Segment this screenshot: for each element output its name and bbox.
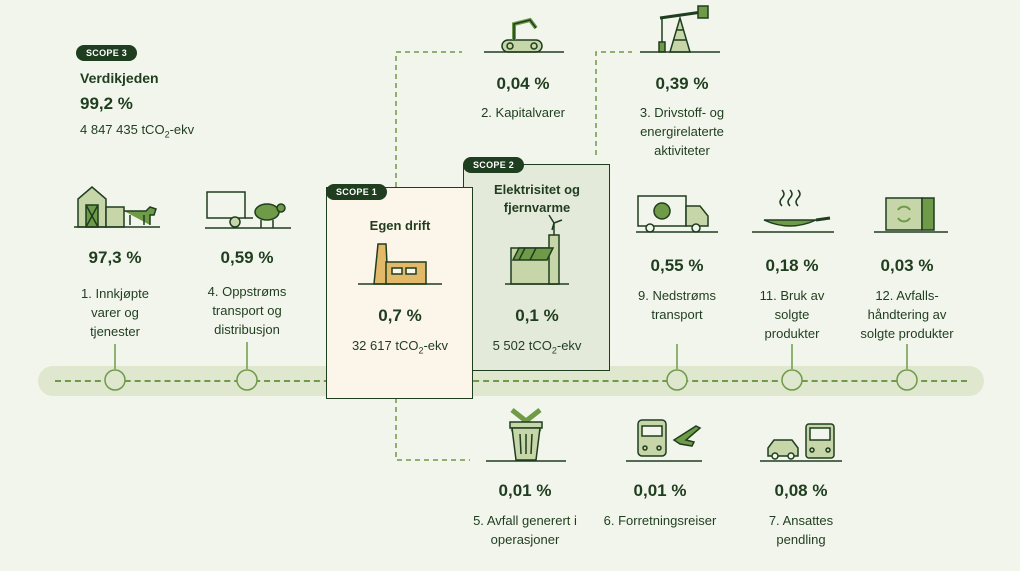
timeline-node	[104, 369, 126, 391]
timeline-dashed-line	[55, 380, 967, 382]
scope2-amount-value: 5 502 tCO	[492, 338, 552, 353]
timeline-node	[666, 369, 688, 391]
scope1-pct: 0,7 %	[378, 306, 422, 325]
item-7-label: 7. Ansattes pendling	[768, 513, 834, 547]
scope1-amount-unit: -ekv	[423, 338, 449, 353]
scope1-amount: 32 617 tCO2-ekv	[332, 338, 468, 356]
item-11-label: 11. Bruk av solgte produkter	[759, 288, 825, 341]
item-7-pct: 0,08 %	[774, 481, 828, 500]
item-12: 0,03 % 12. Avfalls-håndtering av solgte …	[842, 256, 972, 343]
scope2-title: Elektrisitet og fjernvarme	[494, 182, 580, 215]
solar-wind-icon	[505, 214, 569, 287]
item-12-pct: 0,03 %	[880, 256, 934, 275]
item-4: 0,59 % 4. Oppstrøms transport og distrib…	[182, 248, 312, 339]
scope1-badge: SCOPE 1	[326, 184, 388, 200]
scope3-badge: SCOPE 3	[76, 45, 138, 61]
item-2: 0,04 % 2. Kapitalvarer	[458, 74, 588, 122]
item-2-label: 2. Kapitalvarer	[481, 105, 565, 120]
item-1-pct: 97,3 %	[88, 248, 142, 267]
item-1-label: 1. Innkjøpte varer og tjenester	[81, 286, 149, 339]
car-bus-icon	[760, 418, 842, 464]
scope3-amount-sub: 2	[164, 129, 170, 140]
scope3-amount-value: 4 847 435 tCO	[80, 122, 165, 137]
scope3-title: Verdikjeden	[80, 70, 159, 86]
robot-arm-icon	[484, 12, 564, 54]
item-2-pct: 0,04 %	[496, 74, 550, 93]
item-11-pct: 0,18 %	[765, 256, 819, 275]
item-9-pct: 0,55 %	[650, 256, 704, 275]
recycling-box-icon	[866, 192, 948, 234]
timeline-node	[896, 369, 918, 391]
oil-pump-icon	[640, 4, 720, 54]
scope1-title: Egen drift	[369, 218, 431, 233]
trailer-sheep-icon	[205, 188, 291, 230]
item-11: 0,18 % 11. Bruk av solgte produkter	[727, 256, 857, 343]
scope1-amount-sub: 2	[418, 345, 424, 356]
scope1-amount-value: 32 617 tCO	[351, 338, 419, 353]
item-9-label: 9. Nedstrøms transport	[637, 288, 716, 322]
scope2-amount-unit: -ekv	[556, 338, 582, 353]
timeline-node	[236, 369, 258, 391]
farm-cow-icon	[74, 183, 160, 229]
item-4-pct: 0,59 %	[220, 248, 274, 267]
item-4-label: 4. Oppstrøms transport og distribusjon	[207, 284, 287, 337]
item-1: 97,3 % 1. Innkjøpte varer og tjenester	[50, 248, 180, 341]
delivery-truck-icon	[636, 192, 718, 234]
scope3-pct: 99,2 %	[80, 94, 133, 113]
item-12-label: 12. Avfalls-håndtering av solgte produkt…	[860, 288, 954, 341]
item-6: 0,01 % 6. Forretningsreiser	[595, 481, 725, 530]
item-5-label: 5. Avfall generert i operasjoner	[473, 513, 577, 547]
item-3-label: 3. Drivstoff- og energirelaterte aktivit…	[639, 105, 725, 158]
item-5: 0,01 % 5. Avfall generert i operasjoner	[460, 481, 590, 549]
scope2-pct: 0,1 %	[515, 306, 559, 325]
scope3-amount: 4 847 435 tCO2-ekv	[80, 122, 194, 140]
item-9: 0,55 % 9. Nedstrøms transport	[612, 256, 742, 324]
trash-bin-icon	[486, 406, 566, 464]
scope1-box	[326, 187, 473, 399]
item-6-pct: 0,01 %	[633, 481, 687, 500]
factory-icon	[358, 240, 442, 286]
scope2-amount-sub: 2	[551, 345, 557, 356]
timeline-node	[781, 369, 803, 391]
frying-pan-icon	[752, 189, 834, 234]
item-3: 0,39 % 3. Drivstoff- og energirelaterte …	[617, 74, 747, 160]
item-3-pct: 0,39 %	[655, 74, 709, 93]
scope2-badge: SCOPE 2	[463, 157, 525, 173]
item-7: 0,08 % 7. Ansattes pendling	[736, 481, 866, 549]
item-5-pct: 0,01 %	[498, 481, 552, 500]
train-plane-icon	[622, 416, 702, 464]
item-6-label: 6. Forretningsreiser	[603, 513, 717, 528]
scope2-amount: 5 502 tCO2-ekv	[470, 338, 604, 356]
scope3-amount-unit: -ekv	[169, 122, 195, 137]
